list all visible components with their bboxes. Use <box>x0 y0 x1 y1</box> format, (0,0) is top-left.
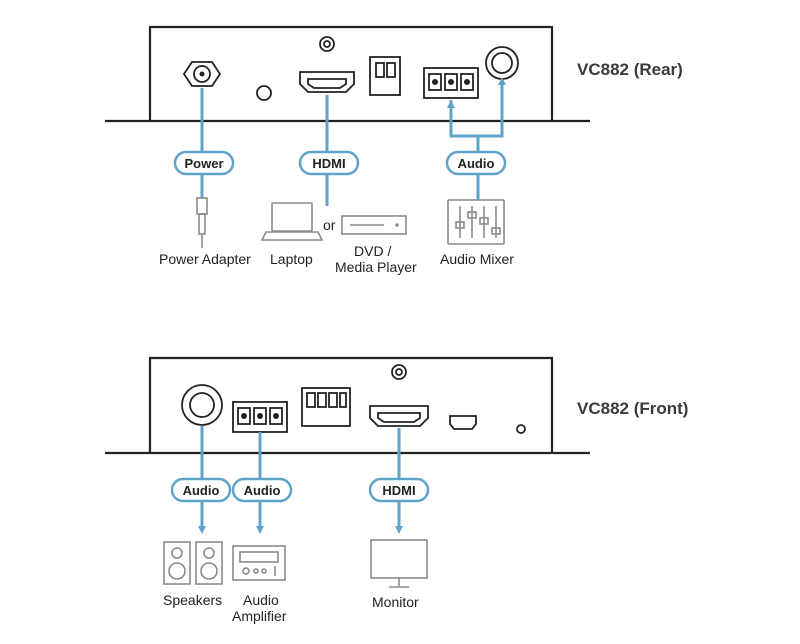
rear-dip-switch-icon <box>369 56 401 96</box>
speakers-icon <box>163 541 223 585</box>
svg-text:Audio: Audio <box>183 483 220 498</box>
rear-button-icon <box>256 85 272 101</box>
front-title: VC882 (Front) <box>577 399 688 418</box>
audio-mixer-icon <box>447 199 505 245</box>
amplifier-label-line1: Audio <box>243 592 279 608</box>
or-label: or <box>323 217 336 233</box>
rear-power-port-icon <box>182 61 222 87</box>
rear-title: VC882 (Rear) <box>577 60 683 79</box>
front-hdmi-port-icon <box>369 405 429 427</box>
rear-ground-screw-icon <box>319 36 335 52</box>
front-audio-jack-icon <box>181 384 223 426</box>
svg-text:Audio: Audio <box>244 483 281 498</box>
hdmi-connector-label: HDMI <box>298 150 360 176</box>
rear-terminal-block-icon <box>423 67 479 99</box>
audio-connector-label-rear: Audio <box>445 150 507 176</box>
front-device-body <box>148 356 554 452</box>
front-terminal-block-icon <box>232 401 288 433</box>
laptop-label: Laptop <box>270 251 313 267</box>
power-adapter-icon <box>196 197 208 248</box>
front-led-icon <box>516 424 526 434</box>
audio-amplifier-icon <box>232 545 286 581</box>
rear-audio-jack-icon <box>485 46 519 80</box>
laptop-icon <box>260 202 324 241</box>
monitor-label: Monitor <box>372 594 419 610</box>
rear-device-body <box>148 25 554 120</box>
dvd-label-line1: DVD / <box>354 243 391 259</box>
power-adapter-label: Power Adapter <box>159 251 251 267</box>
audio-connector-label-front-1: Audio <box>170 477 232 503</box>
audio-connector-label-front-2: Audio <box>231 477 293 503</box>
svg-text:HDMI: HDMI <box>382 483 415 498</box>
svg-text:Audio: Audio <box>458 156 495 171</box>
dvd-player-icon <box>341 215 407 235</box>
power-connector-label: Power <box>173 150 235 176</box>
dvd-label-line2: Media Player <box>335 259 417 275</box>
rear-panel: VC882 (Rear) Power HDMI Audio Power Adap… <box>105 25 683 275</box>
monitor-icon <box>370 539 428 588</box>
front-ground-screw-icon <box>391 364 407 380</box>
hdmi-connector-label-front: HDMI <box>368 477 430 503</box>
svg-text:HDMI: HDMI <box>312 156 345 171</box>
front-rj45-port-icon <box>301 387 351 427</box>
rear-hdmi-port-icon <box>299 71 355 93</box>
front-panel: VC882 (Front) Audio Audio HDMI Speakers <box>105 356 688 624</box>
audio-mixer-label: Audio Mixer <box>440 251 514 267</box>
svg-text:Power: Power <box>184 156 223 171</box>
front-usb-port-icon <box>449 415 477 430</box>
amplifier-label-line2: Amplifier <box>232 608 287 624</box>
speakers-label: Speakers <box>163 592 222 608</box>
